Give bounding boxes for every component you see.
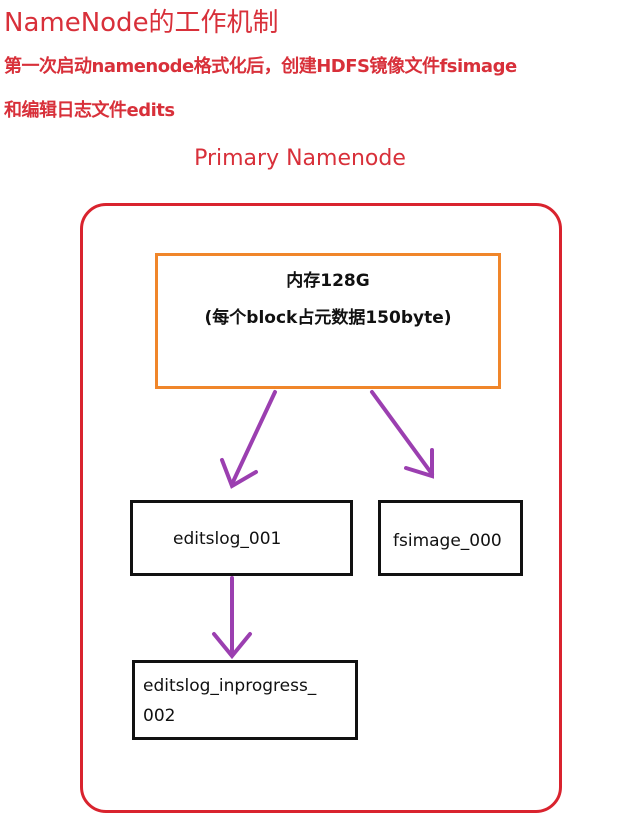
fsimage-label: fsimage_000 xyxy=(393,531,502,551)
arrow-memory-to-editslog xyxy=(220,390,277,489)
memory-line-1: 内存128G xyxy=(286,271,370,291)
inprogress-line-1: editslog_inprogress_ xyxy=(143,676,317,696)
description-line-2: 和编辑日志文件edits xyxy=(4,100,175,121)
editslog-label: editslog_001 xyxy=(173,529,282,549)
editslog-inprogress-box: editslog_inprogress_ 002 xyxy=(132,660,358,740)
page-title: NameNode的工作机制 xyxy=(4,8,279,38)
editslog-box: editslog_001 xyxy=(130,500,353,576)
memory-box: 内存128G (每个block占元数据150byte) xyxy=(155,253,501,389)
description-line-1: 第一次启动namenode格式化后，创建HDFS镜像文件fsimage xyxy=(4,56,517,77)
arrows xyxy=(212,390,434,660)
container-label: Primary Namenode xyxy=(194,146,406,171)
inprogress-line-2: 002 xyxy=(143,706,176,726)
fsimage-box: fsimage_000 xyxy=(378,500,523,576)
arrow-editslog-to-inprogress xyxy=(212,576,252,660)
arrow-memory-to-fsimage xyxy=(370,390,434,479)
memory-line-2: (每个block占元数据150byte) xyxy=(204,308,452,328)
